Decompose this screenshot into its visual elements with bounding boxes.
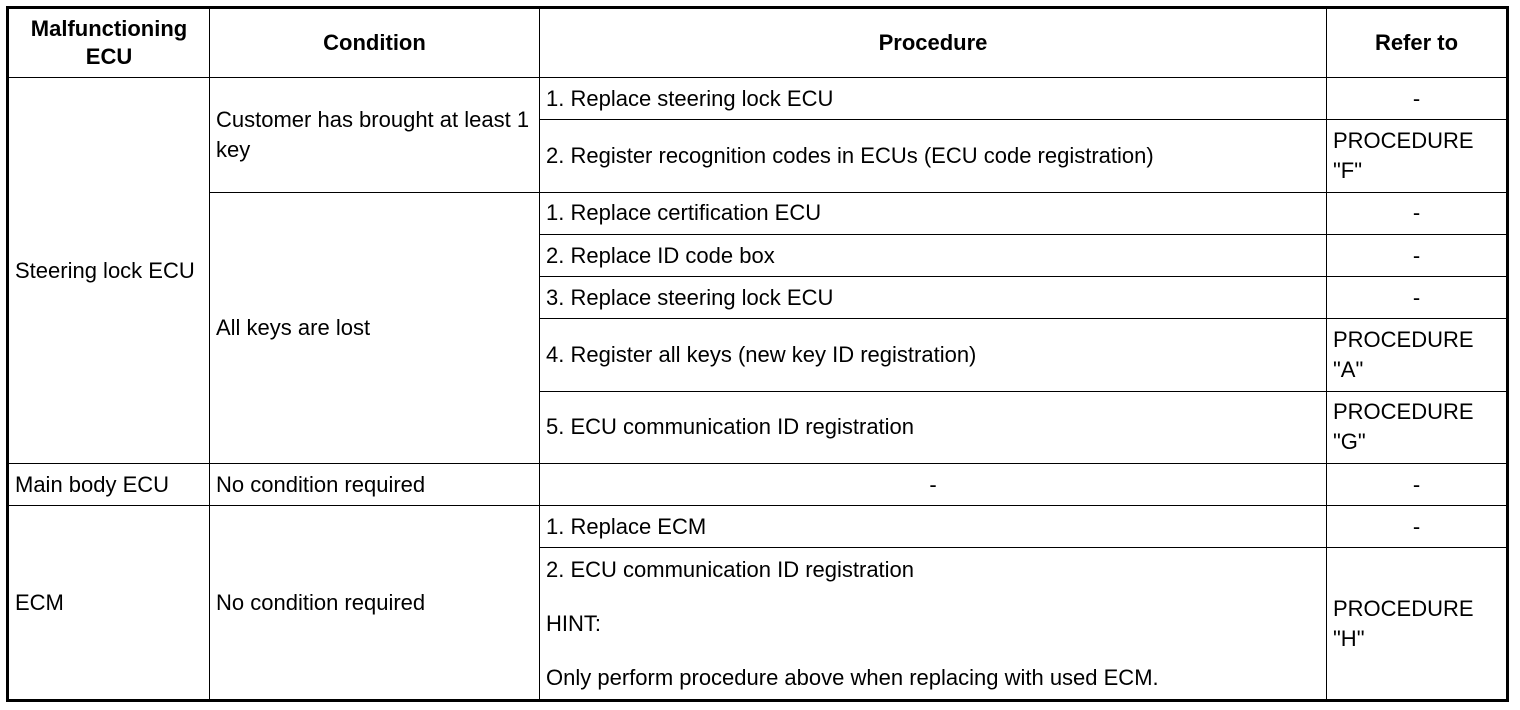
table-row: Steering lock ECU Customer has brought a… [7,77,1508,464]
table-row: 2. Register recognition codes in ECUs (E… [8,119,1508,193]
header-malfunctioning-ecu: Malfunctioning ECU [7,6,210,79]
procedure-step-text: 2. ECU communication ID registration [546,556,915,582]
condition-cell: No condition required [209,505,540,701]
procedure-cell: 1. Replace certification ECU [539,191,1327,235]
table-row: Main body ECU No condition required - - [7,462,1508,507]
procedure-cell: 3. Replace steering lock ECU [539,276,1327,320]
table-row: All keys are lost 1. Replace certificati… [8,191,1508,464]
procedure-cell: 2. Replace ID code box [539,233,1327,278]
table-row: 2. Replace ID code box - [8,233,1508,278]
hint-text: Only perform procedure above when replac… [546,664,1159,690]
header-refer-to: Refer to [1326,6,1508,79]
refer-cell: PROCEDURE "H" [1326,547,1508,701]
condition-cell: No condition required [209,462,540,507]
header-row: Malfunctioning ECU Condition Procedure R… [7,6,1508,79]
table-row: 2. ECU communication ID registration HIN… [8,547,1508,701]
refer-cell: - [1326,77,1508,121]
procedure-cell: 1. Replace steering lock ECU [539,77,1327,121]
procedure-cell: - [539,462,1327,507]
ecu-cell: Main body ECU [7,462,210,507]
condition-cell: All keys are lost [209,191,540,464]
procedure-cell: 1. Replace ECM [539,505,1327,549]
refer-cell: PROCEDURE "F" [1326,119,1508,193]
procedure-cell: 2. ECU communication ID registration HIN… [539,547,1327,701]
refer-cell: - [1326,233,1508,278]
table-row: 5. ECU communication ID registration PRO… [8,390,1508,464]
ecu-cell: Steering lock ECU [7,77,210,464]
refer-cell: - [1326,462,1508,507]
hint-label: HINT: [546,610,601,636]
header-procedure: Procedure [539,6,1327,79]
procedure-cell: 4. Register all keys (new key ID registr… [539,318,1327,392]
procedure-cell: 5. ECU communication ID registration [539,390,1327,464]
procedure-table: Malfunctioning ECU Condition Procedure R… [6,6,1509,702]
table-row: ECM No condition required 1. Replace ECM… [7,505,1508,701]
refer-cell: - [1326,191,1508,235]
refer-cell: - [1326,505,1508,549]
refer-cell: - [1326,276,1508,320]
refer-cell: PROCEDURE "A" [1326,318,1508,392]
ecu-cell: ECM [7,505,210,701]
condition-cell: Customer has brought at least 1 key [209,77,540,193]
procedure-cell: 2. Register recognition codes in ECUs (E… [539,119,1327,193]
refer-cell: PROCEDURE "G" [1326,390,1508,464]
table-row: 4. Register all keys (new key ID registr… [8,318,1508,392]
header-condition: Condition [209,6,540,79]
